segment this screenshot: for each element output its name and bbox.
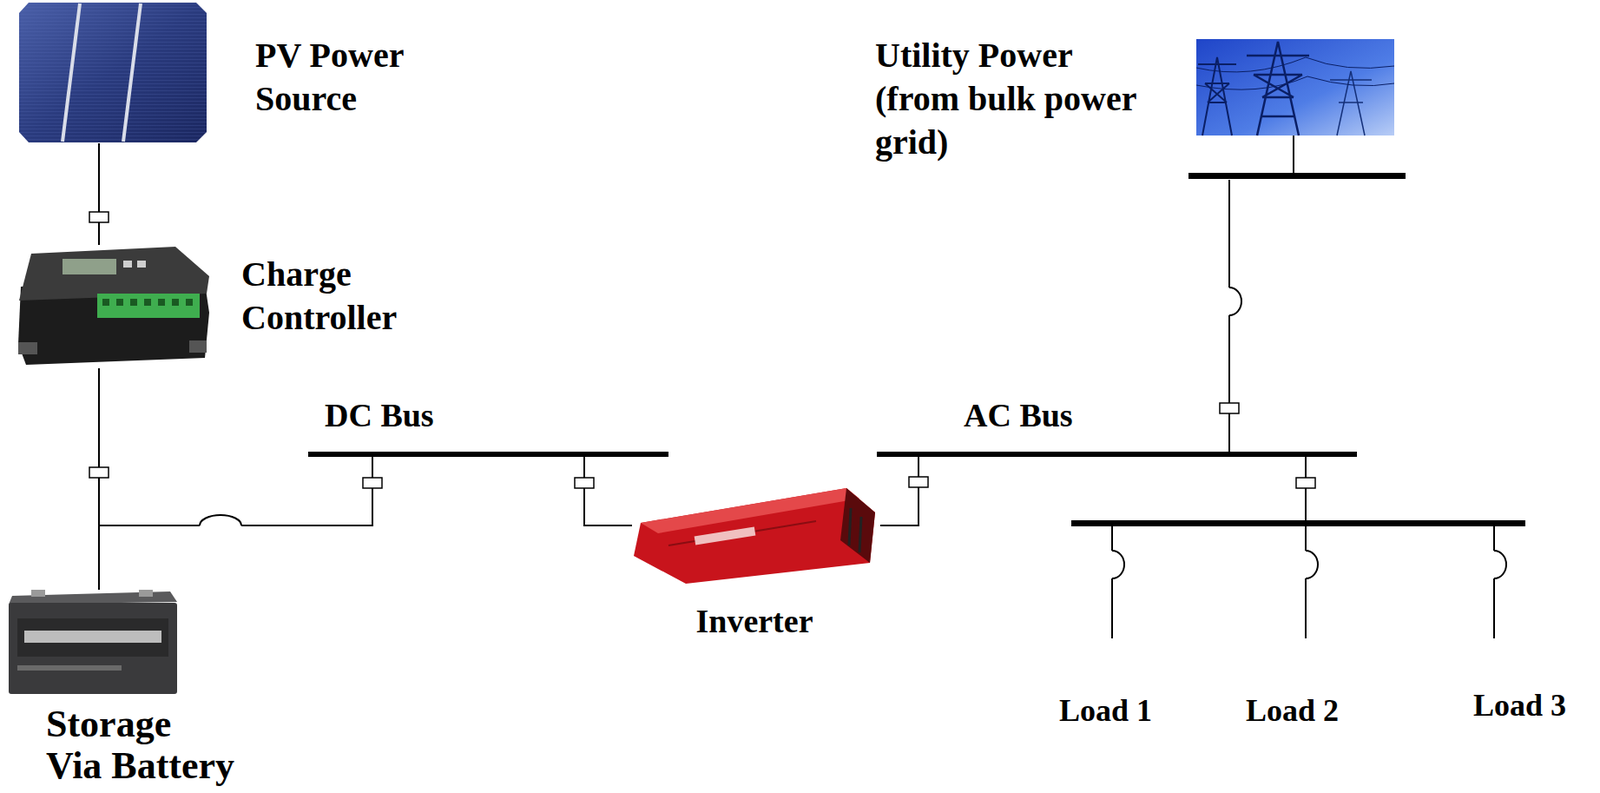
inverter-end bbox=[840, 487, 876, 563]
terminal-screw bbox=[144, 298, 152, 306]
inverter-picture bbox=[633, 487, 876, 584]
transmission-tower bbox=[1330, 71, 1372, 136]
pv-busbar bbox=[62, 3, 80, 142]
terminal-screw bbox=[130, 298, 138, 306]
wire bbox=[1305, 456, 1495, 639]
breaker-symbol bbox=[89, 467, 109, 478]
switch-symbol bbox=[1305, 550, 1318, 579]
switch-symbol bbox=[1494, 550, 1507, 579]
battery-picture bbox=[8, 589, 178, 694]
line-gap bbox=[1491, 550, 1497, 579]
controller-button bbox=[123, 260, 132, 268]
pv-busbar bbox=[123, 3, 141, 142]
charge-controller: Charge Controller bbox=[15, 244, 428, 369]
controller-screen bbox=[62, 258, 117, 275]
component-label: Load 3 bbox=[1473, 686, 1567, 724]
component-label: Storage Via Battery bbox=[46, 703, 244, 787]
inverter-body bbox=[633, 487, 876, 584]
controller-button bbox=[137, 260, 146, 268]
wire bbox=[1292, 135, 1295, 174]
load-bus-bar bbox=[1071, 520, 1526, 527]
pv-cell-texture bbox=[19, 2, 207, 143]
terminal-screw bbox=[185, 298, 193, 306]
inverter-fin bbox=[859, 516, 862, 553]
terminal-screw bbox=[102, 298, 110, 306]
breaker-symbol bbox=[1219, 402, 1239, 414]
component-label: DC Bus bbox=[324, 395, 435, 435]
load: Load 2 bbox=[1245, 638, 1342, 734]
component-label: PV Power Source bbox=[255, 33, 438, 121]
battery-storage: Storage Via Battery bbox=[3, 589, 264, 791]
inverter: Inverter bbox=[632, 484, 881, 646]
breaker-symbol bbox=[1296, 477, 1316, 488]
breaker-symbol bbox=[574, 477, 594, 488]
mounting-tab bbox=[18, 342, 38, 355]
charge-controller-picture bbox=[18, 246, 210, 365]
inverter-plate bbox=[694, 526, 757, 546]
inverter-detail bbox=[668, 520, 817, 546]
component-label: Utility Power (from bulk power grid) bbox=[875, 33, 1158, 165]
terminal-screw bbox=[158, 298, 165, 306]
component-label: Load 2 bbox=[1245, 691, 1339, 729]
wire bbox=[98, 456, 373, 590]
utility-bus-bar bbox=[1188, 172, 1406, 179]
load: Load 3 bbox=[1473, 638, 1569, 734]
terminal-screw bbox=[171, 298, 179, 306]
utility-sky bbox=[1196, 39, 1395, 136]
utility-source: Utility Power (from bulk power grid) bbox=[868, 32, 1407, 180]
component-label: Inverter bbox=[632, 600, 877, 641]
wire-crossover bbox=[199, 514, 242, 526]
inverter-top bbox=[640, 487, 860, 534]
wire bbox=[98, 368, 373, 526]
mounting-tab bbox=[189, 340, 207, 353]
load: Load 1 bbox=[1059, 638, 1155, 734]
switch-symbol bbox=[1112, 550, 1125, 579]
line-gap bbox=[199, 521, 242, 529]
component-label: Charge Controller bbox=[241, 252, 424, 340]
battery-band bbox=[17, 618, 169, 657]
inverter-fin bbox=[849, 507, 851, 546]
component-label: Load 1 bbox=[1059, 691, 1153, 729]
wire bbox=[1112, 456, 1306, 639]
battery-terminal bbox=[31, 589, 46, 597]
utility-picture bbox=[1196, 39, 1395, 136]
line-gap bbox=[1226, 287, 1232, 316]
component-label: AC Bus bbox=[963, 395, 1074, 435]
battery-terminal bbox=[138, 589, 153, 597]
breaker-symbol bbox=[362, 477, 382, 488]
wire bbox=[584, 456, 633, 526]
power-line bbox=[1196, 57, 1395, 90]
line-gap bbox=[1303, 550, 1309, 579]
breaker-symbol bbox=[89, 211, 109, 223]
line-gap bbox=[1109, 550, 1115, 579]
ac-bus: AC Bus bbox=[876, 451, 1357, 457]
terminal-screw bbox=[116, 298, 124, 306]
controller-top bbox=[19, 246, 210, 301]
pv-source: PV Power Source bbox=[15, 1, 442, 144]
battery-body bbox=[8, 602, 178, 694]
pv-cell-body bbox=[19, 2, 207, 143]
controller-terminals bbox=[97, 293, 200, 318]
pv-cell bbox=[19, 2, 207, 143]
wire bbox=[880, 456, 919, 526]
battery-stripe bbox=[17, 665, 122, 671]
dc-bus: DC Bus bbox=[308, 451, 669, 457]
wire bbox=[98, 143, 100, 245]
switch-symbol bbox=[1229, 287, 1242, 316]
breaker-symbol bbox=[908, 476, 929, 488]
battery-stripe bbox=[24, 630, 162, 643]
